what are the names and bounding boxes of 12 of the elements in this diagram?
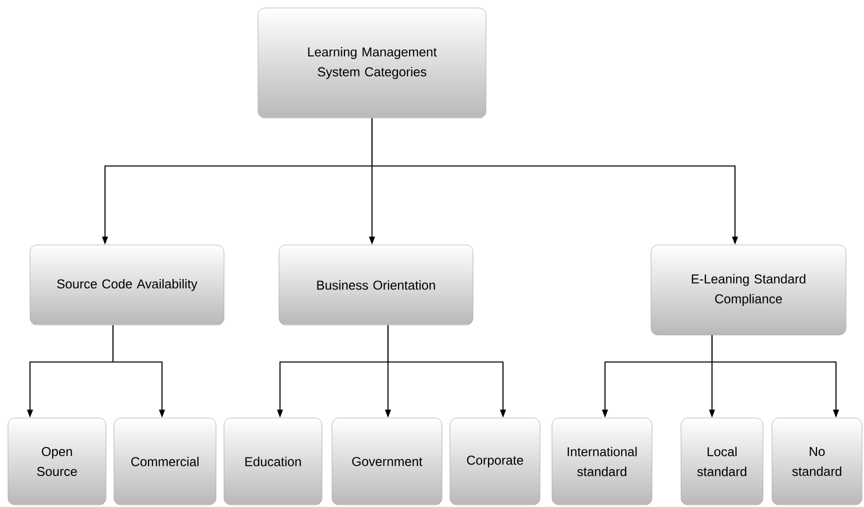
category-box: Commercial xyxy=(114,418,216,506)
category-box: E-Leaning Standard Compliance xyxy=(650,244,846,336)
category-box: Open Source xyxy=(8,418,106,506)
category-box: Corporate xyxy=(450,418,540,506)
category-box: Government xyxy=(332,418,442,506)
category-box: Business Orientation xyxy=(278,244,474,326)
category-box: Learning Management System Categories xyxy=(258,8,486,118)
category-box: No standard xyxy=(772,418,862,506)
category-box: Education xyxy=(224,418,322,506)
category-box: International standard xyxy=(552,418,652,506)
category-box: Local standard xyxy=(680,418,764,506)
category-box: Source Code Availability xyxy=(30,244,224,326)
